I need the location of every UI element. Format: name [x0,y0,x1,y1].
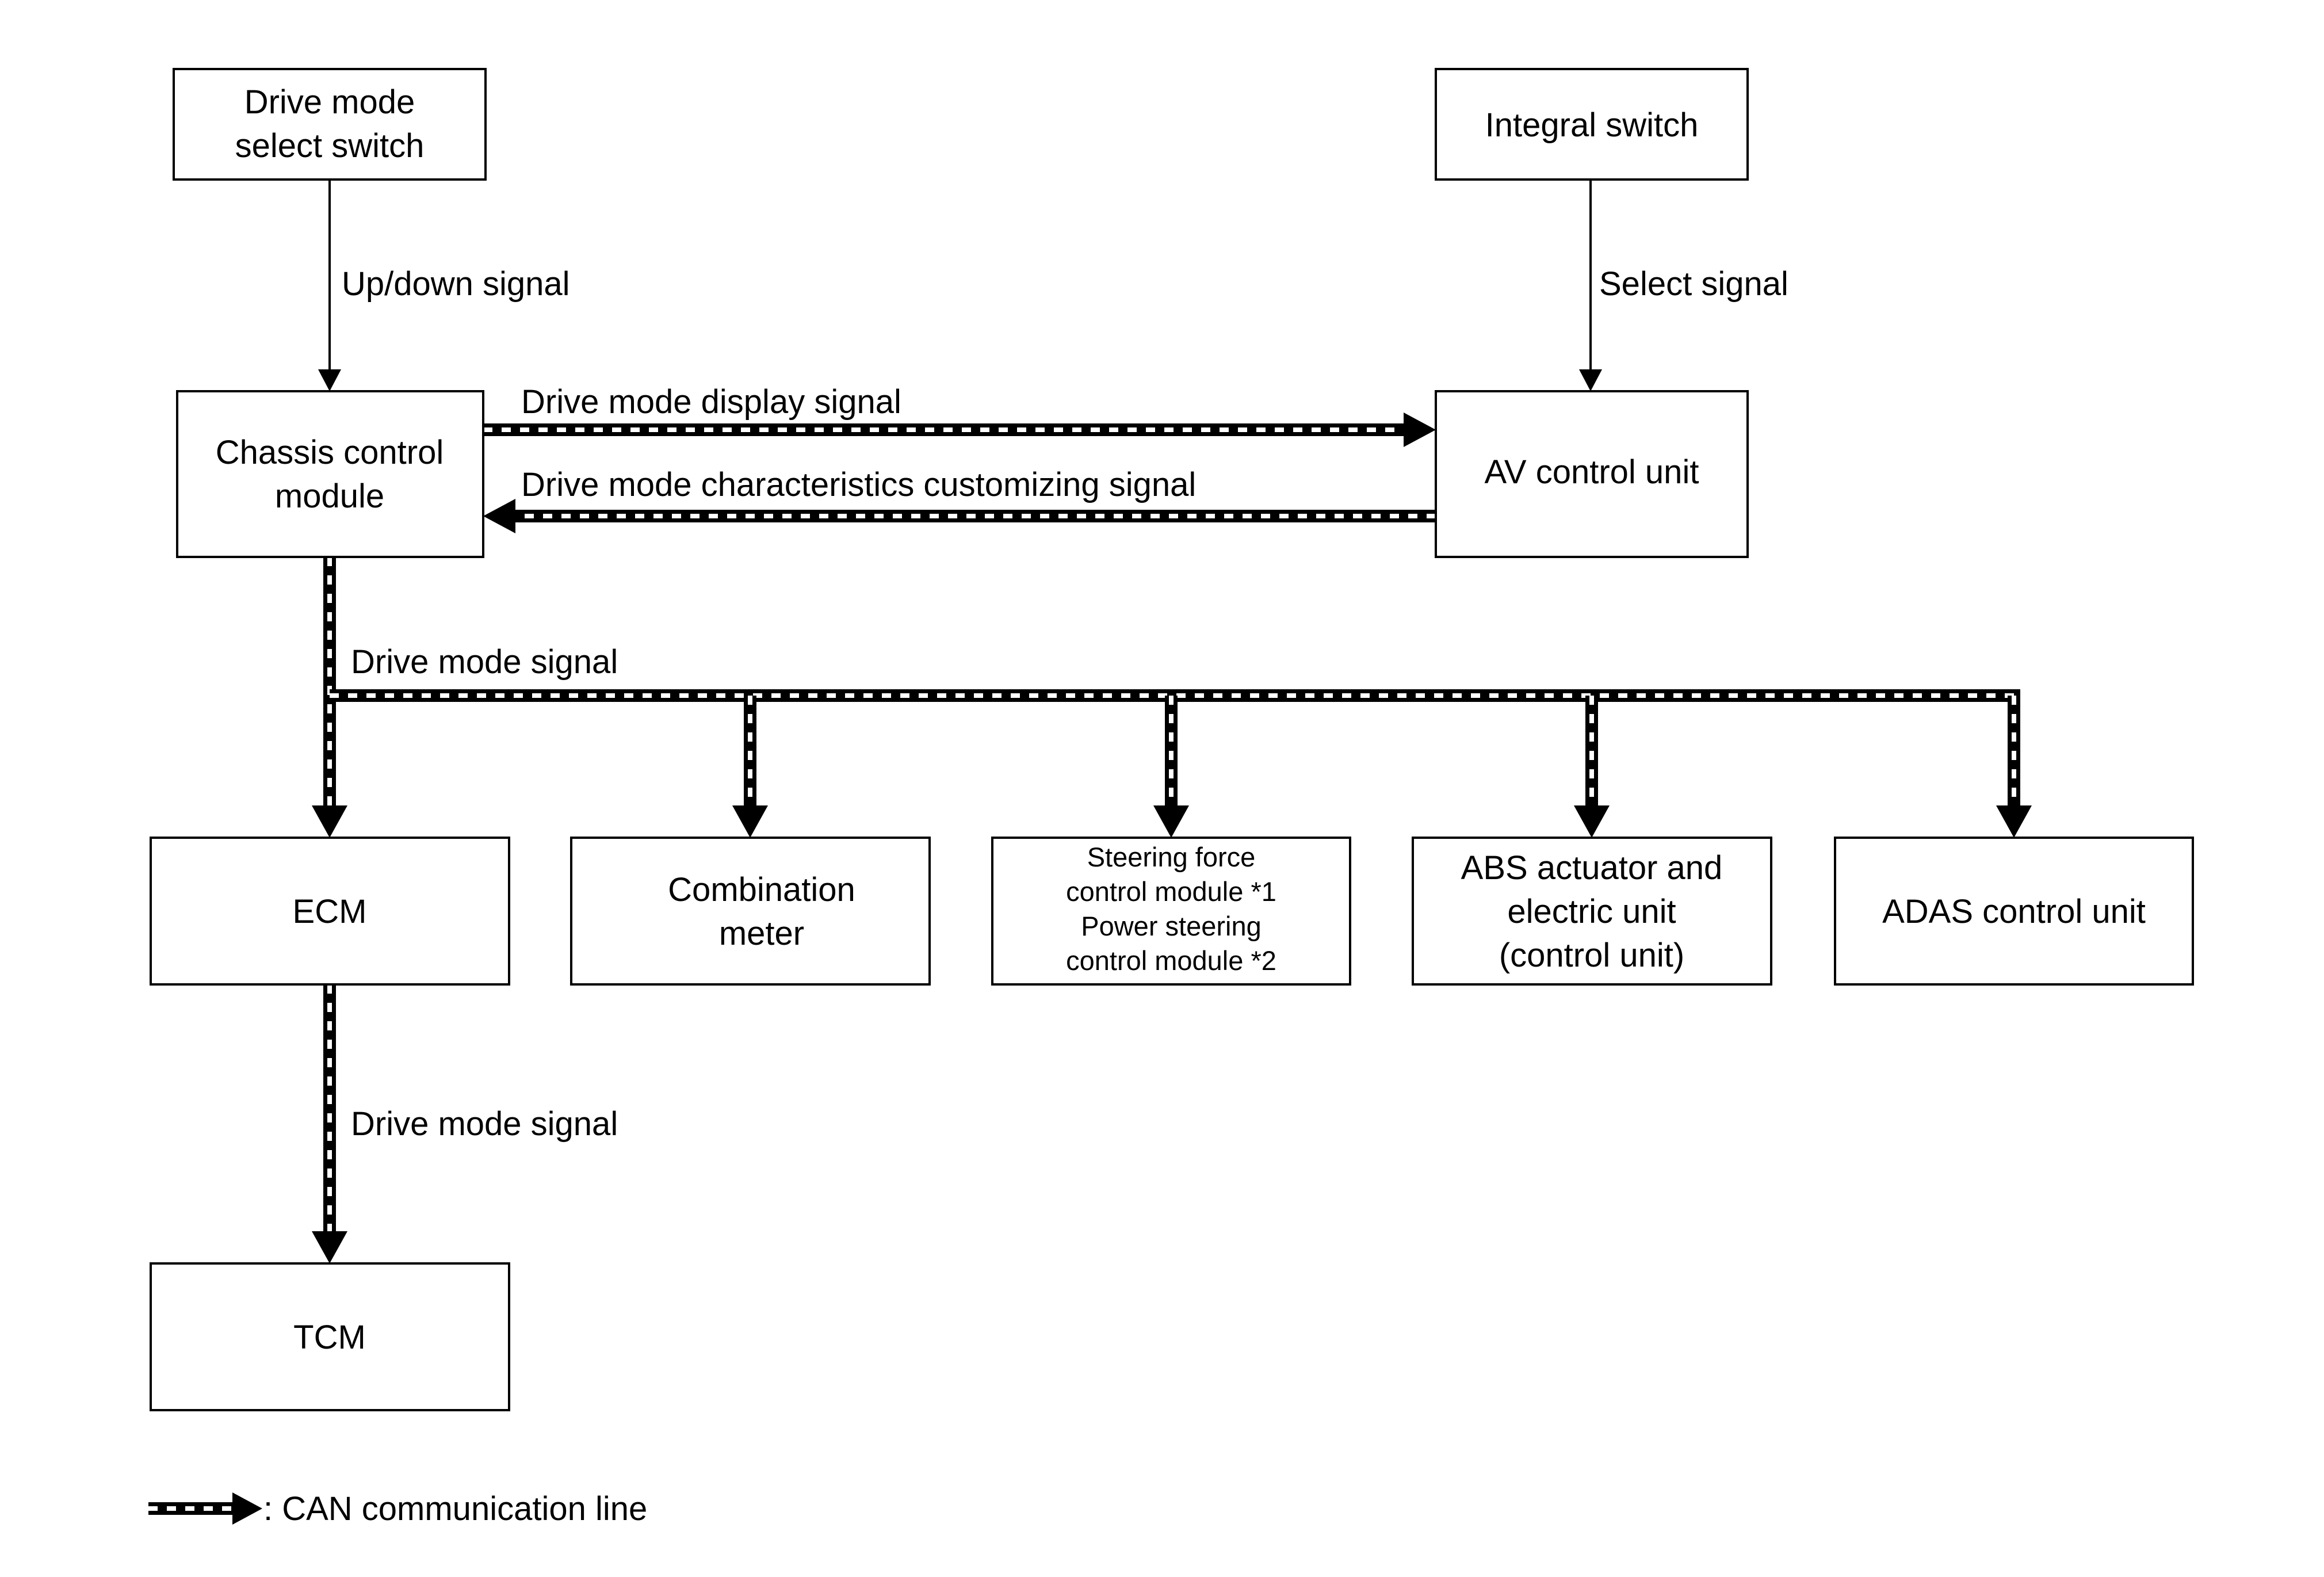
steering-module-label-1: Steering force [1087,842,1256,872]
can-bus-drive-mode-signal [312,557,2032,838]
drive-mode-select-switch-label-2: select switch [235,127,425,165]
can-display-signal-line [483,413,1436,447]
tcm-box: TCM [150,1262,510,1411]
display-signal-label: Drive mode display signal [521,383,901,421]
combination-meter-label-2: meter [719,915,804,952]
legend: : CAN communication line [148,1490,647,1528]
integral-switch-label: Integral switch [1485,106,1699,144]
drive-mode-select-switch-box: Drive mode select switch [173,68,487,181]
integral-switch-box: Integral switch [1435,68,1749,181]
adas-control-unit-box: ADAS control unit [1834,837,2194,986]
chassis-control-module-label-1: Chassis control [216,434,444,471]
can-customizing-signal-line [483,499,1436,533]
av-control-unit-label: AV control unit [1485,453,1699,491]
drive-mode-select-switch-label-1: Drive mode [244,83,415,121]
adas-control-unit-label: ADAS control unit [1882,893,2146,930]
legend-label: : CAN communication line [263,1490,647,1528]
can-ecm-tcm-line [312,984,347,1263]
abs-unit-label-2: electric unit [1507,893,1676,930]
can-line-legend-symbol [148,1492,262,1525]
steering-module-label-2: control module *1 [1066,876,1276,907]
select-signal-label: Select signal [1599,265,1788,303]
up-down-signal-label: Up/down signal [342,265,570,303]
select-signal-line [1579,180,1602,391]
ecm-label: ECM [293,893,367,930]
up-down-signal-line [318,180,341,391]
av-control-unit-box: AV control unit [1435,390,1749,558]
abs-unit-label-1: ABS actuator and [1461,849,1723,887]
steering-module-label-3: Power steering [1081,911,1262,941]
abs-unit-box: ABS actuator and electric unit (control … [1412,837,1772,986]
abs-unit-label-3: (control unit) [1499,937,1684,974]
steering-module-box: Steering force control module *1 Power s… [991,837,1351,986]
drive-mode-tcm-signal-label: Drive mode signal [351,1105,618,1143]
chassis-control-module-box: Chassis control module [176,390,484,558]
ecm-box: ECM [150,837,510,986]
customizing-signal-label: Drive mode characteristics customizing s… [521,466,1196,503]
combination-meter-label-1: Combination [668,871,855,908]
chassis-control-module-label-2: module [275,478,384,515]
steering-module-label-4: control module *2 [1066,945,1276,976]
combination-meter-box: Combination meter [570,837,931,986]
tcm-label: TCM [293,1319,366,1356]
drive-mode-bus-signal-label: Drive mode signal [351,643,618,681]
